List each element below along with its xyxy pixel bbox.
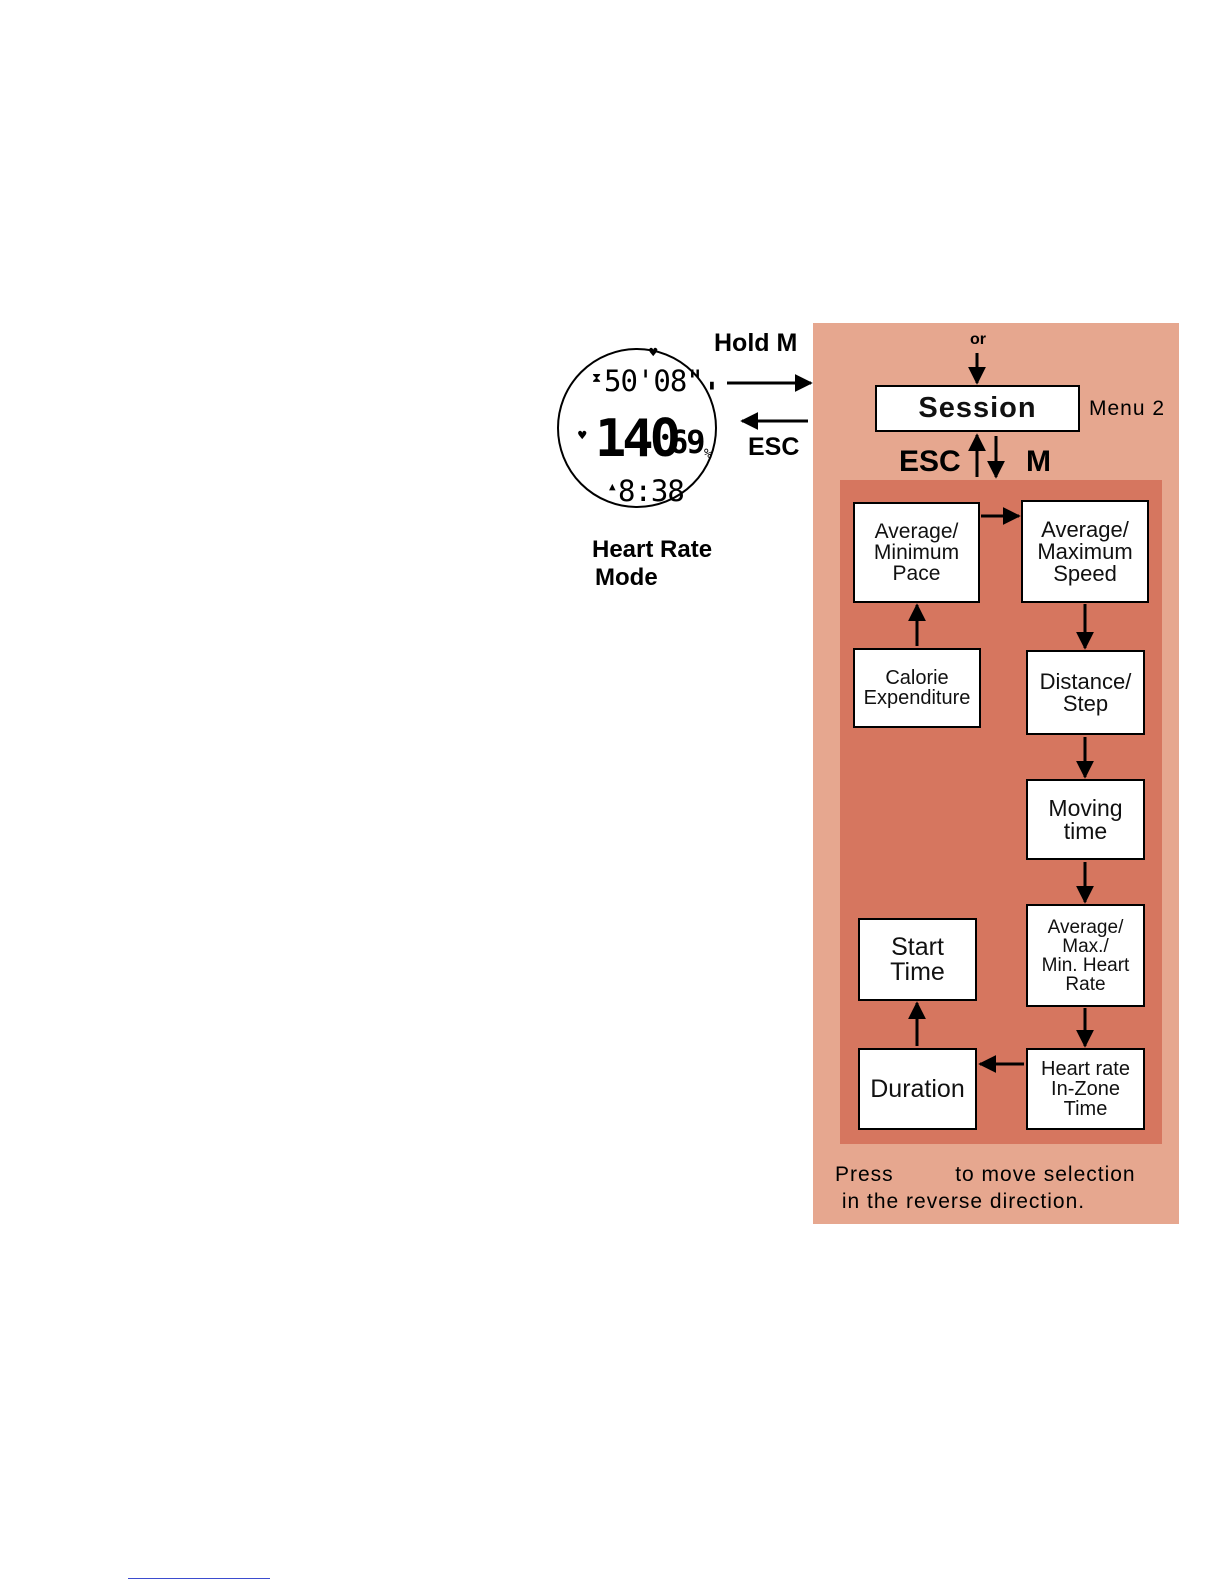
footer-line1: Press to move selection xyxy=(835,1163,1136,1186)
watch-percent: 69 xyxy=(669,423,706,461)
heart-icon: ♥ xyxy=(649,345,658,361)
avg-min-pace-box: Average/ Minimum Pace xyxy=(853,502,980,603)
avg-max-min-hr-box: Average/ Max./ Min. Heart Rate xyxy=(1026,904,1145,1007)
watch-bottom-time: 8:38 xyxy=(618,474,685,508)
avg-max-speed-box: Average/ Maximum Speed xyxy=(1021,500,1149,603)
moving-time-box: Moving time xyxy=(1026,779,1145,860)
session-box: Session xyxy=(875,385,1080,432)
m-mid-label: M xyxy=(1026,445,1051,478)
stopwatch-icon: ⧗ xyxy=(592,371,601,386)
calorie-box: Calorie Expenditure xyxy=(853,648,981,728)
watch-top-time: 50'08" xyxy=(604,364,704,398)
clock-icon: ▲ xyxy=(609,480,616,493)
menu-label: Menu 2 xyxy=(1089,397,1166,420)
footer-line2: in the reverse direction. xyxy=(835,1190,1086,1213)
start-time-box: Start Time xyxy=(858,918,977,1001)
esc-left-label: ESC xyxy=(748,433,800,461)
battery-icon: ▮ xyxy=(708,378,716,393)
or-label: or xyxy=(970,331,986,348)
distance-step-box: Distance/ Step xyxy=(1026,650,1145,735)
watch-caption-line2: Mode xyxy=(595,564,658,591)
duration-box: Duration xyxy=(858,1048,977,1130)
heart-small-icon: ♥ xyxy=(578,428,587,444)
watch-caption-line1: Heart Rate xyxy=(592,536,713,563)
session-label: Session xyxy=(918,392,1037,424)
watch-heart-rate: 140 xyxy=(595,409,681,469)
watch-face xyxy=(557,348,717,508)
footer-link-line xyxy=(128,1578,270,1579)
hr-in-zone-box: Heart rate In-Zone Time xyxy=(1026,1048,1145,1130)
hold-m-label: Hold M xyxy=(714,329,798,357)
esc-mid-label: ESC xyxy=(899,445,961,478)
watch-percent-unit: % xyxy=(704,447,712,462)
